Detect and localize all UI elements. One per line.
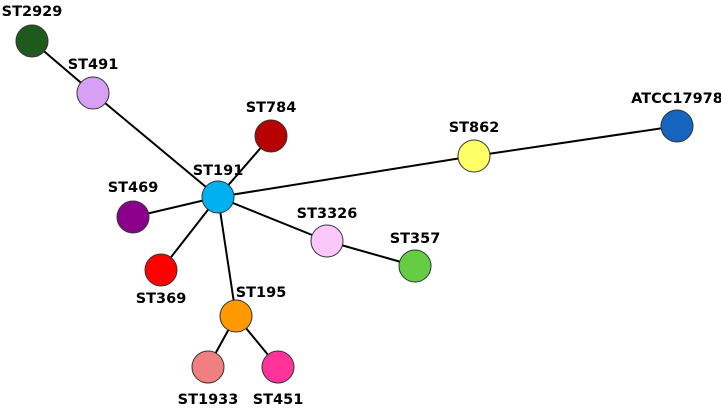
node-st491	[76, 76, 110, 110]
node-label-st784: ST784	[246, 100, 297, 116]
node-layer	[15, 24, 694, 384]
node-st469	[116, 200, 150, 234]
edge-st191-st3326	[217, 196, 328, 242]
node-label-st451: ST451	[253, 392, 304, 408]
node-atcc17978	[660, 109, 694, 143]
node-st862	[457, 139, 491, 173]
node-label-st2929: ST2929	[2, 4, 63, 20]
node-st191	[201, 180, 235, 214]
node-st3326	[310, 224, 344, 258]
node-label-st862: ST862	[449, 120, 500, 136]
node-st195	[219, 299, 253, 333]
node-st1933	[191, 350, 225, 384]
node-label-st491: ST491	[68, 57, 119, 73]
edge-st191-st862	[217, 155, 475, 198]
edge-st191-st195	[217, 196, 237, 317]
node-label-atcc17978: ATCC17978	[631, 91, 721, 107]
node-st784	[254, 119, 288, 153]
node-label-st3326: ST3326	[297, 206, 358, 222]
edge-st862-atcc17978	[473, 125, 678, 157]
node-st369	[144, 253, 178, 287]
node-label-st357: ST357	[390, 231, 441, 247]
node-label-st195: ST195	[236, 285, 287, 301]
node-st357	[398, 249, 432, 283]
node-label-st191: ST191	[193, 163, 244, 179]
node-st2929	[15, 24, 49, 58]
node-label-st1933: ST1933	[178, 392, 239, 408]
edge-st491-st191	[92, 92, 219, 198]
node-st451	[261, 350, 295, 384]
node-label-st369: ST369	[136, 291, 187, 307]
node-label-st469: ST469	[108, 180, 159, 196]
